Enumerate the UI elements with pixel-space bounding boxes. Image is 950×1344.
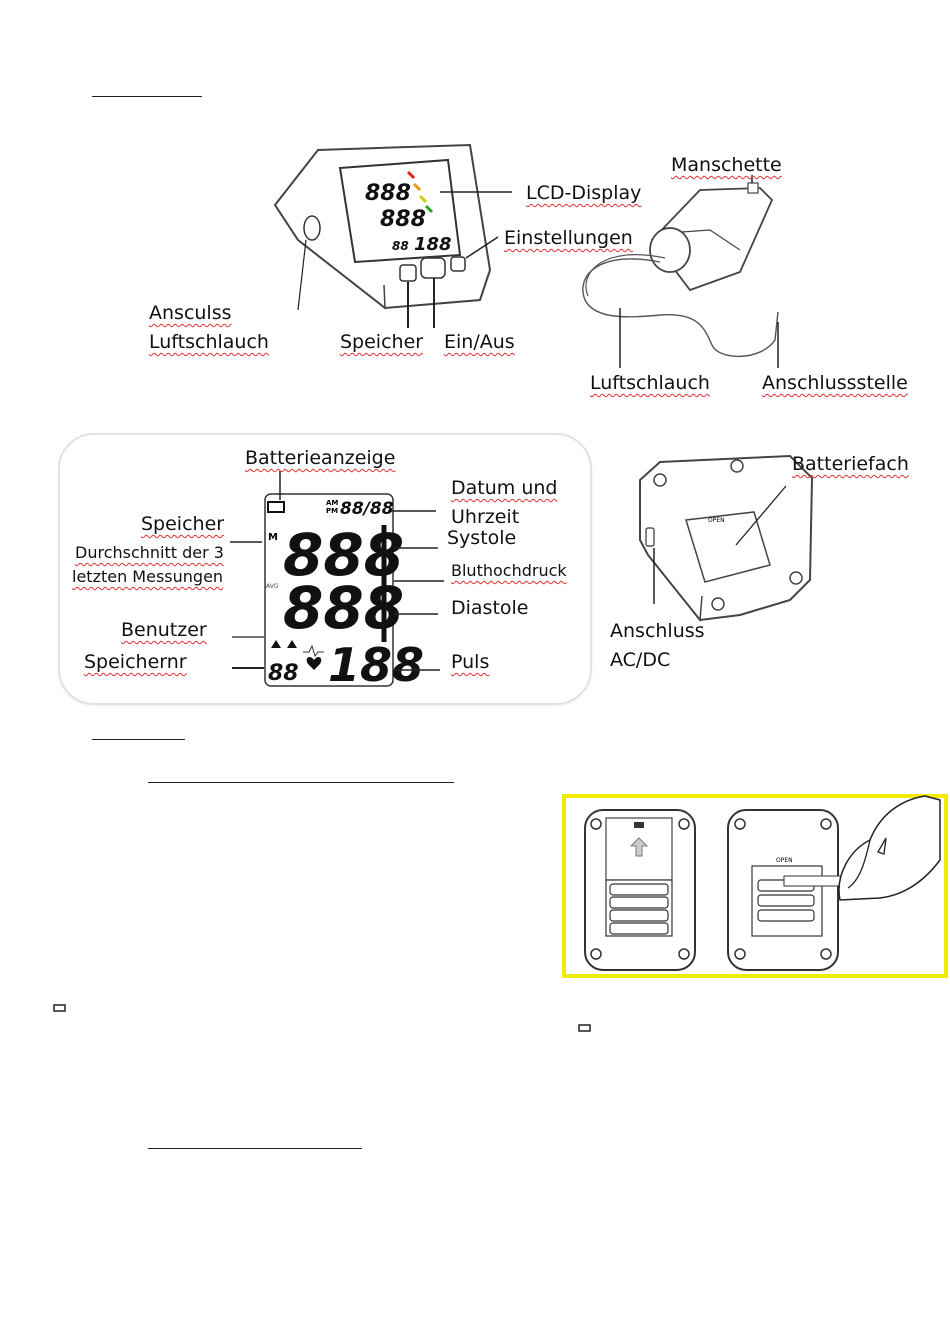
svg-text:888: 888	[380, 207, 426, 232]
battery-compartment-hand: OPEN	[727, 795, 941, 971]
open-label-compartment: OPEN	[776, 857, 793, 864]
monitor-device-illustration: 888 888 188 88	[273, 143, 512, 328]
label-speichernr: Speichernr	[84, 651, 187, 673]
lcd-m: M	[268, 532, 278, 543]
label-durchschnitt-2: letzten Messungen	[72, 567, 224, 586]
section-heading-line-4	[148, 1148, 362, 1149]
section-heading-line-1	[92, 96, 202, 97]
label-datum-2: Uhrzeit	[451, 506, 520, 528]
label-anschluss-acdc-1: Anschluss	[610, 620, 705, 642]
label-diastole: Diastole	[451, 597, 529, 619]
svg-text:188: 188	[414, 234, 452, 255]
label-batteriefach: Batteriefach	[792, 453, 909, 475]
label-speicher-button: Speicher	[340, 331, 424, 353]
lcd-time: 88/88	[340, 499, 394, 519]
label-datum-1: Datum und	[451, 477, 558, 499]
battery-compartment-open	[584, 809, 696, 971]
label-bluthochdruck: Bluthochdruck	[451, 561, 567, 580]
label-durchschnitt-1: Durchschnitt der 3	[75, 543, 224, 562]
svg-text:88: 88	[392, 239, 409, 253]
device-back-illustration: OPEN	[639, 454, 814, 622]
label-benutzer: Benutzer	[121, 619, 207, 641]
lcd-screen-illustration: 888 888 188	[230, 471, 444, 692]
label-speicher-lcd: Speicher	[141, 513, 225, 535]
section-heading-line-2	[92, 739, 185, 740]
label-systole: Systole	[447, 527, 517, 549]
battery-icon	[53, 1004, 591, 1032]
svg-text:888: 888	[365, 181, 411, 206]
lcd-avg: AVG	[266, 583, 279, 590]
label-anschluss-luftschlauch-2: Luftschlauch	[149, 331, 269, 353]
lcd-am: AM	[326, 499, 338, 507]
label-anschluss-acdc-2: AC/DC	[610, 649, 671, 671]
open-label-back: OPEN	[708, 517, 725, 524]
section-heading-line-3	[148, 782, 454, 783]
lcd-pm: PM	[326, 507, 338, 515]
label-lcd-display: LCD-Display	[526, 182, 642, 204]
svg-text:188: 188	[328, 638, 424, 692]
lcd-small-texts: AM PM 88/88 M AVG 88	[266, 499, 394, 686]
label-luftschlauch: Luftschlauch	[590, 372, 710, 394]
label-ein-aus: Ein/Aus	[444, 331, 515, 353]
cuff-illustration	[582, 175, 779, 368]
label-batterieanzeige: Batterieanzeige	[245, 447, 396, 469]
label-manschette: Manschette	[671, 154, 782, 176]
lcd-mem: 88	[268, 661, 299, 686]
label-puls: Puls	[451, 651, 490, 673]
label-anschluss-luftschlauch-1: Ansculss	[149, 302, 232, 324]
lcd-diagram-frame	[58, 433, 592, 705]
label-anschlussstelle: Anschlussstelle	[762, 372, 908, 394]
label-einstellungen: Einstellungen	[504, 227, 633, 249]
